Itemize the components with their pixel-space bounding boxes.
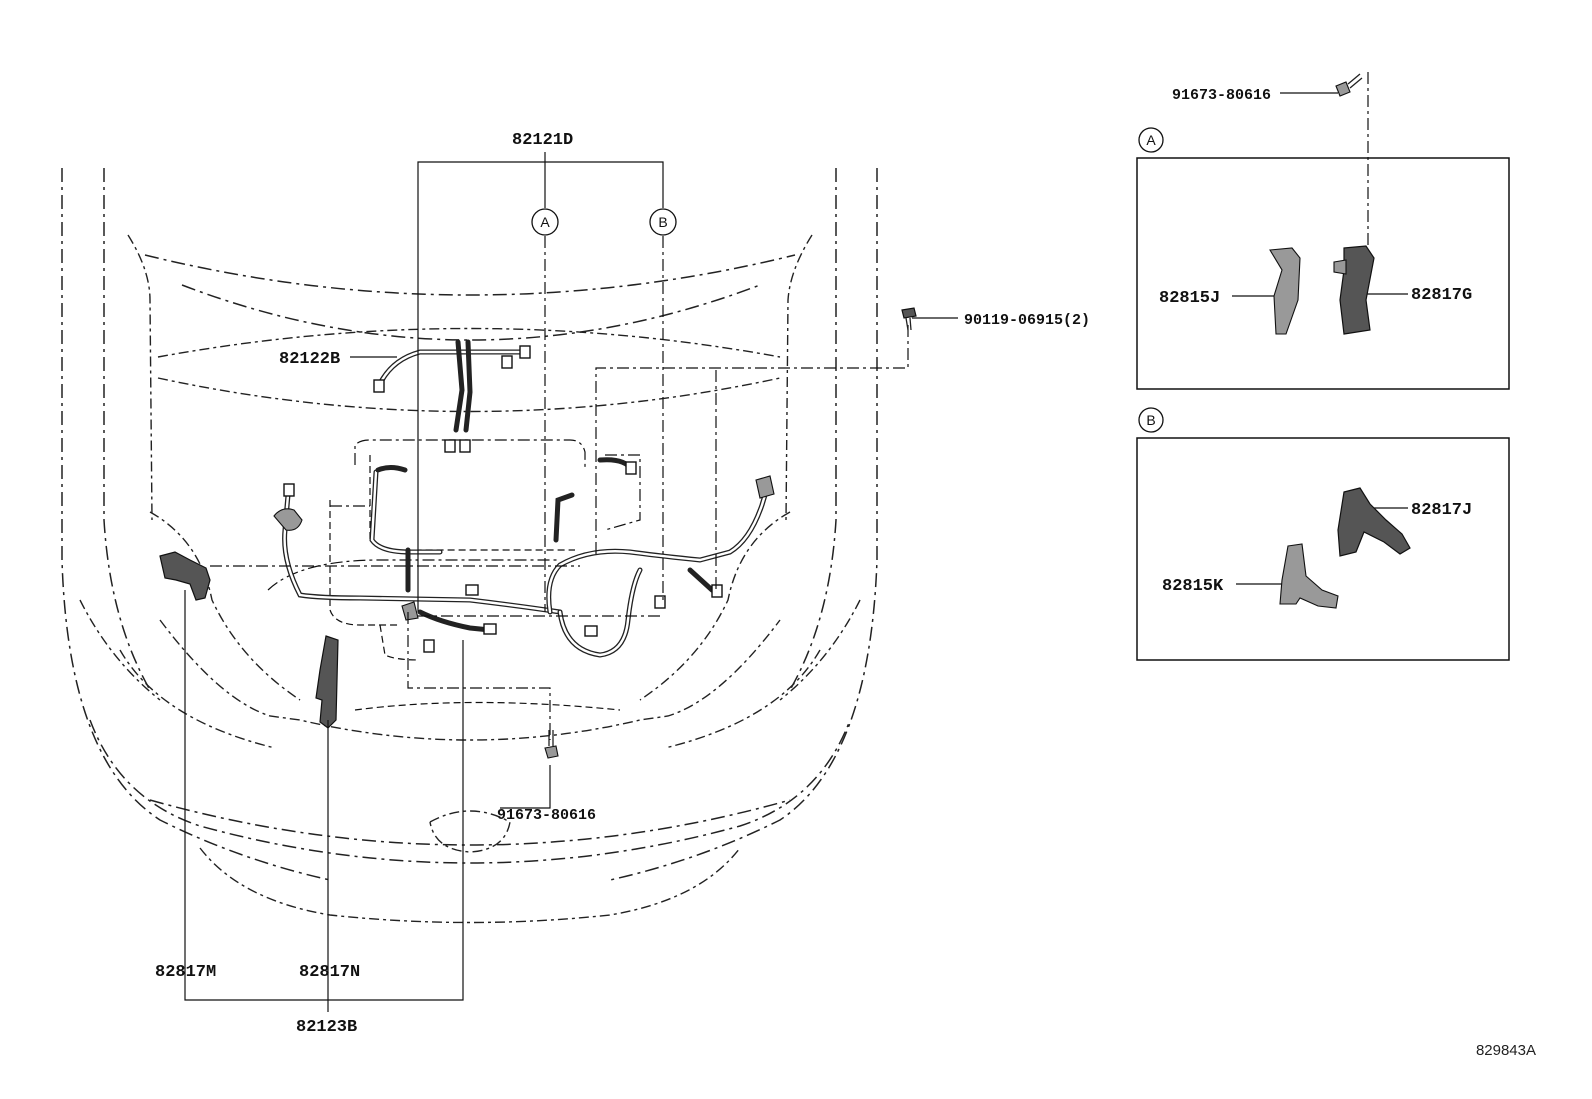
label-82123b: 82123B [296,1018,357,1037]
label-82817m: 82817M [155,963,216,982]
harness-connectors [283,345,723,653]
detail-box-b: B [1136,407,1510,661]
label-82815j: 82815J [1159,289,1220,308]
detail-box-a: A [1136,72,1510,390]
bolt-91673-main-icon [544,730,559,759]
label-82122b: 82122B [279,350,340,369]
svg-text:B: B [658,214,667,230]
label-82815k: 82815K [1162,577,1224,596]
label-82817g: 82817G [1411,286,1472,305]
callout-a-main: A [531,208,559,236]
label-90119-06915: 90119-06915(2) [964,312,1090,329]
svg-text:A: A [540,214,550,230]
label-82121d: 82121D [512,131,573,150]
bolt-90119-icon [901,307,917,331]
engine-wire-harness [282,339,771,658]
label-82817n: 82817N [299,963,360,982]
label-91673-80616-top: 91673-80616 [1172,87,1271,104]
dashed-reference-lines [210,236,909,740]
diagram-reference-number: 829843A [1476,1042,1536,1059]
svg-text:B: B [1146,412,1155,428]
leader-lines [184,152,958,1012]
label-91673-80616-main: 91673-80616 [497,807,596,824]
bolt-91673-top-icon [1335,73,1363,97]
bracket-82817n-shape [315,635,339,729]
vehicle-body-outline [61,168,878,924]
clamp-parts [273,475,775,621]
svg-text:A: A [1146,132,1156,148]
bracket-82817m-shape [159,551,211,601]
label-82817j: 82817J [1411,501,1472,520]
callout-b-main: B [649,208,677,236]
